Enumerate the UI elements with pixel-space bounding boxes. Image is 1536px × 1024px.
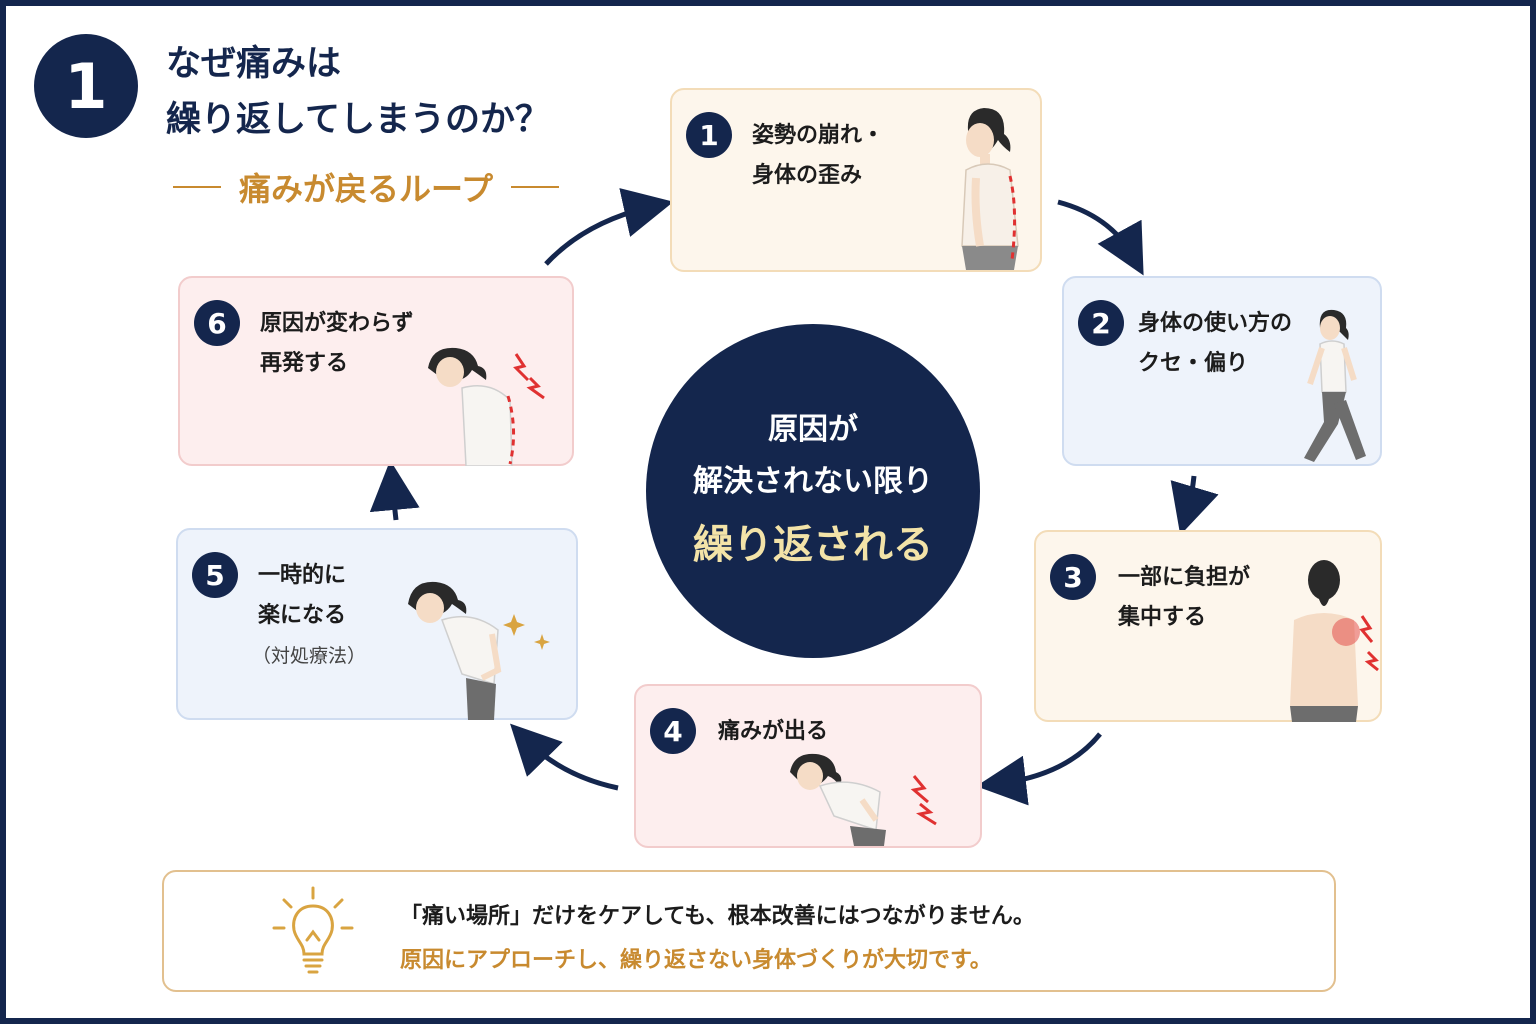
recurring-pain-woman-figure [428,347,545,466]
step-label: 原因が変わらず 再発する [260,304,414,384]
subtitle-text: 痛みが戻るループ [238,170,494,208]
step-card-1: 1 姿勢の崩れ・ 身体の歪み [670,88,1042,272]
step-number-badge: 3 [1050,554,1096,600]
lightbulb-icon [272,886,354,974]
center-line-2: 解決されない限り [693,464,933,499]
step-label-line-1: 姿勢の崩れ・ [752,123,885,148]
step-label-line-1: 一部に負担が [1118,565,1251,590]
tip-box: 「痛い場所」だけをケアしても、根本改善にはつながりません。 原因にアプローチし、… [162,870,1336,992]
arrow-4-to-5 [510,723,619,791]
step-number-badge: 6 [194,300,240,346]
arrow-2-to-3 [1170,475,1219,536]
step-label-line-2: 集中する [1118,605,1207,630]
step-label-line-1: 一時的に [258,563,347,588]
step-label: 姿勢の崩れ・ 身体の歪み [752,116,884,196]
section-number-badge: 1 [34,34,138,138]
step-number-badge: 1 [686,112,732,158]
step-label-line-1: 身体の使い方の [1138,311,1293,336]
woman-posture-figure [961,108,1019,270]
step-card-3: 3 一部に負担が 集中する [1034,530,1382,722]
center-message: 原因が 解決されない限り 繰り返される [646,324,980,658]
step-label: 身体の使い方の クセ・偏り [1138,304,1292,384]
cycle-arrows [369,188,1219,806]
bending-woman-pain-figure [790,753,937,846]
step-label: 痛みが出る [718,712,828,752]
step-label-line-2: 楽になる [258,603,347,628]
step-label-line-2: クセ・偏り [1138,351,1249,376]
arrow-6-to-1 [544,188,674,266]
tip-line-2: 原因にアプローチし、繰り返さない身体づくりが大切です。 [400,948,992,973]
title-line-2: 繰り返してしまうのか？ [166,100,550,140]
title-line-1: なぜ痛みは [166,44,342,84]
arrow-3-to-4 [976,732,1102,806]
page-title: なぜ痛みは 繰り返してしまうのか？ [166,36,550,148]
subtitle-rule-right [511,186,560,188]
step-card-6: 6 原因が変わらず 再発する [178,276,574,466]
subtitle-rule-left [172,186,221,188]
step-label-line-2: 再発する [260,351,349,376]
arrow-1-to-2 [1057,199,1144,276]
step-label-line-2: 身体の歪み [752,163,863,188]
center-highlight: 繰り返される [693,522,933,568]
tip-line-1: 「痛い場所」だけをケアしても、根本改善にはつながりません。 [400,904,1035,929]
subtitle: 痛みが戻るループ [126,164,606,210]
step-label: 一部に負担が 集中する [1118,558,1250,638]
arrow-5-to-6 [369,460,420,521]
step-note: （対処療法） [252,645,367,667]
step-label: 一時的に 楽になる （対処療法） [252,556,366,676]
center-line-1: 原因が [768,412,858,447]
back-view-woman-figure [1290,560,1379,722]
step-card-4: 4 痛みが出る [634,684,982,848]
relieved-woman-figure [408,581,550,720]
step-label-line-1: 原因が変わらず [260,311,414,336]
step-card-2: 2 身体の使い方の クセ・偏り [1062,276,1382,466]
step-number-badge: 5 [192,552,238,598]
infographic: 1 なぜ痛みは 繰り返してしまうのか？ 痛みが戻るループ 1 姿勢の崩れ・ 身体… [6,6,1530,1018]
step-card-5: 5 一時的に 楽になる （対処療法） [176,528,578,720]
walking-woman-figure [1304,309,1366,462]
step-label-line-1: 痛みが出る [718,719,829,744]
step-number-badge: 2 [1078,300,1124,346]
step-number-badge: 4 [650,708,696,754]
